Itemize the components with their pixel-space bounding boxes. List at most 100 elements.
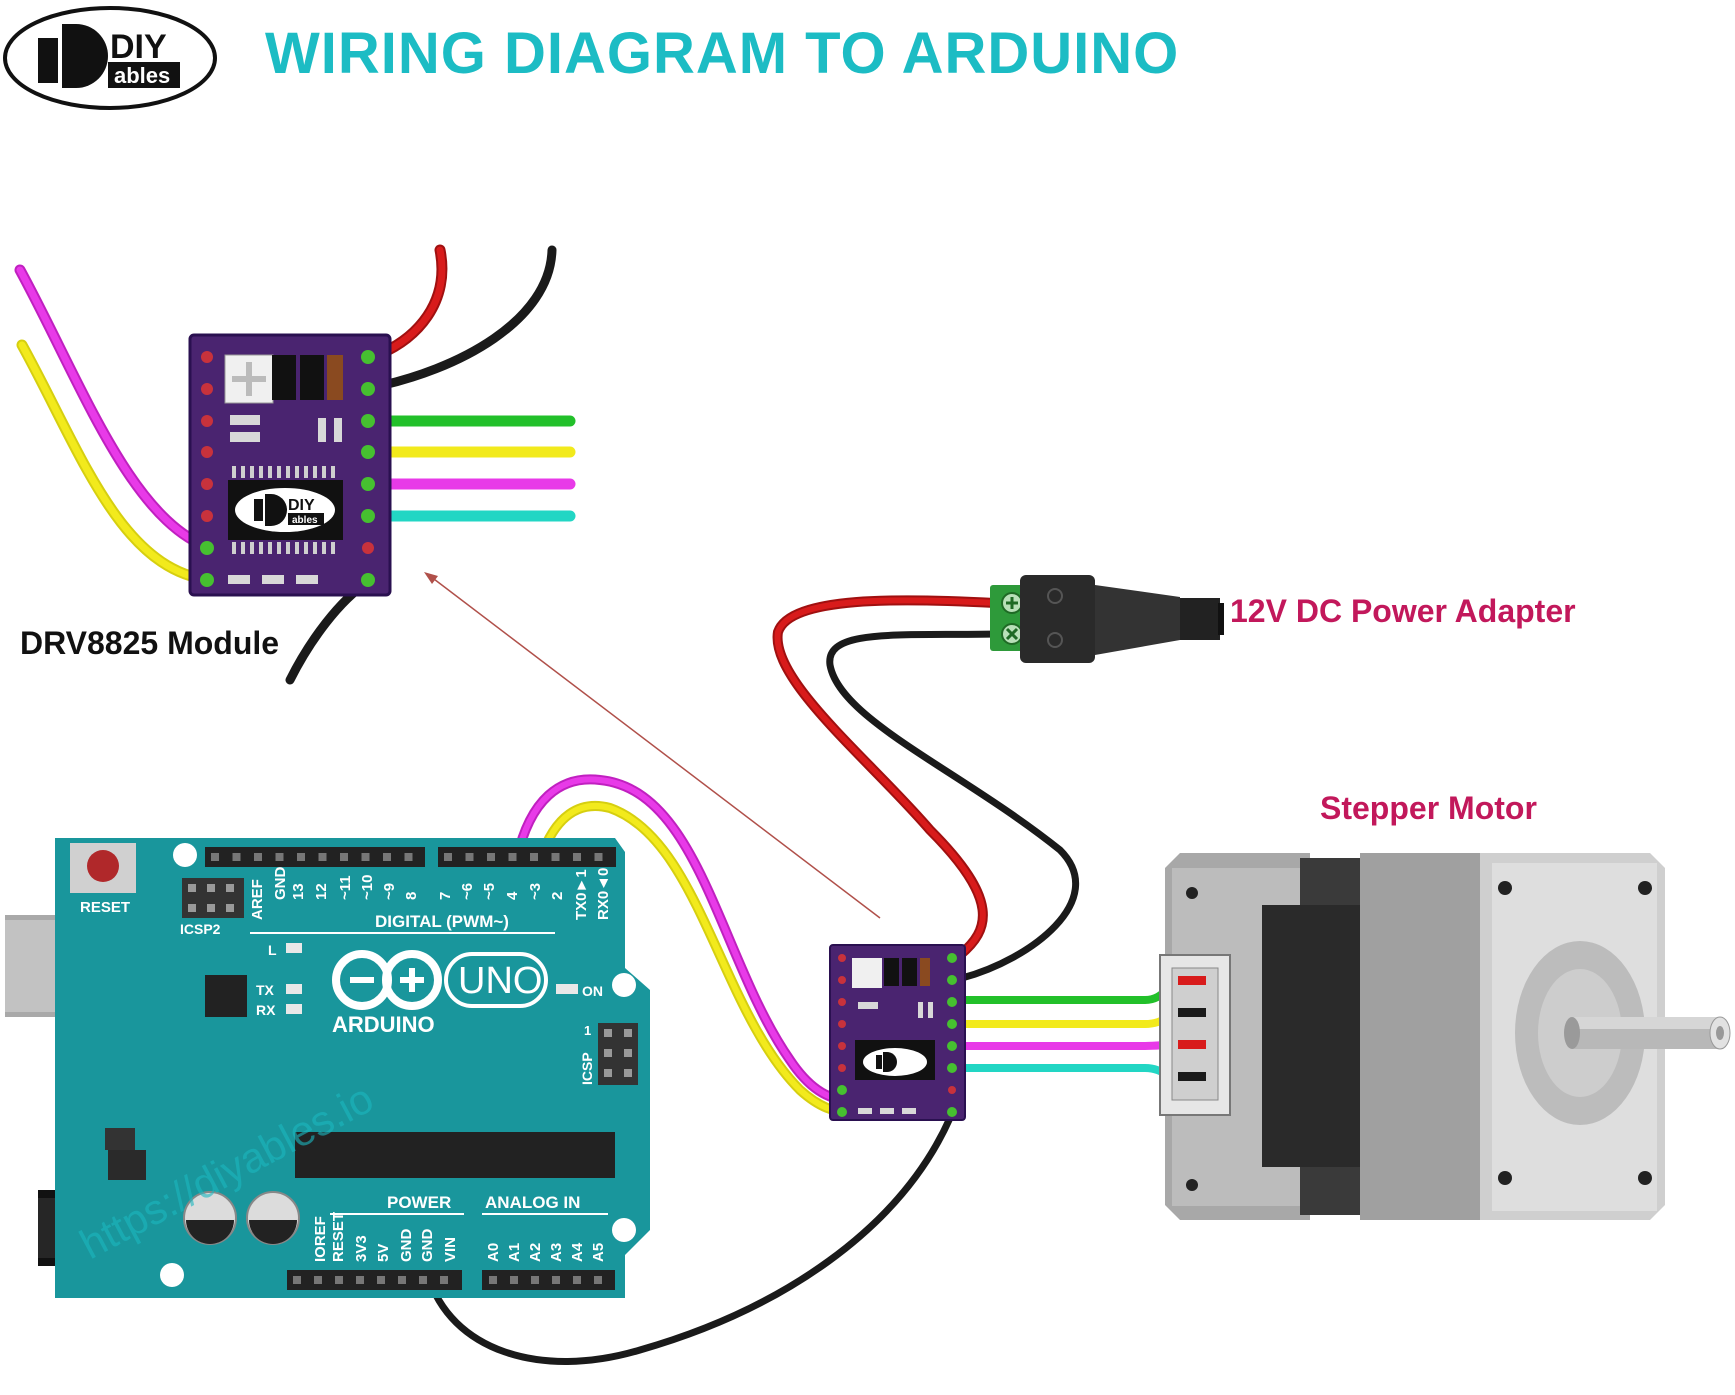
analog-pin-label: A3 [548, 1243, 565, 1262]
top-pin-label: RX0◄0 [595, 868, 612, 920]
logo-line1: DIY [110, 28, 167, 66]
analog-pin-label: A1 [506, 1243, 523, 1262]
motor-wire-yellow [956, 1008, 1184, 1028]
header-hole [340, 853, 348, 861]
motor-wire-cyan [956, 1064, 1184, 1086]
header-hole [383, 853, 391, 861]
diyables-logo: DIY ables [3, 6, 217, 110]
drv8825-module-label: DRV8825 Module [20, 625, 280, 661]
header-hole [552, 1276, 560, 1284]
top-pin-label: GND [272, 867, 289, 901]
power-adapter-label: 12V DC Power Adapter [1230, 593, 1576, 629]
power-pin-label: RESET [330, 1212, 347, 1262]
chip-logo-line1: DIY [288, 497, 315, 514]
header-hole [551, 853, 560, 861]
arduino-brand-label: ARDUINO [332, 1012, 435, 1037]
arduino-infinity-logo [332, 950, 442, 1010]
header-hole [356, 1276, 364, 1284]
header-hole [404, 853, 413, 861]
top-pin-label: 2 [549, 892, 566, 900]
top-pin-label: ~5 [481, 883, 498, 900]
arduino-reset-label: RESET [80, 899, 130, 916]
header-hole [232, 853, 241, 861]
header-hole [211, 853, 219, 861]
drv8825-small [829, 944, 966, 1121]
power-pin-label: IOREF [312, 1216, 329, 1262]
header-hole [487, 853, 495, 861]
header-hole [594, 1276, 602, 1284]
motor-wire-green [956, 976, 1184, 1004]
arduino-on-label: ON [582, 983, 603, 999]
motor-wire-magenta [956, 1040, 1184, 1050]
logo-line2: ables [114, 63, 170, 88]
header-hole [489, 1276, 497, 1284]
stepper-motor-label: Stepper Motor [1320, 790, 1537, 826]
top-pin-label: ~6 [459, 883, 476, 900]
power-pin-label: GND [398, 1229, 415, 1263]
header-hole [314, 1276, 322, 1284]
header-hole [275, 853, 284, 861]
zoom-wire-black [365, 245, 557, 393]
top-pin-label: 4 [504, 891, 521, 900]
drv8825-zoomed: DIY ables [188, 333, 392, 597]
header-hole [573, 1276, 581, 1284]
header-hole [444, 853, 452, 861]
power-pin-label: VIN [442, 1237, 459, 1262]
power-pin-label: GND [419, 1229, 436, 1263]
page-title: WIRING DIAGRAM TO ARDUINO [265, 21, 1180, 86]
top-pin-label: 12 [313, 883, 330, 900]
analog-pin-label: A4 [569, 1242, 586, 1262]
arduino-analog-label: ANALOG IN [485, 1193, 580, 1212]
header-hole [293, 1276, 301, 1284]
header-hole [510, 1276, 518, 1284]
zoom-arrow [424, 572, 881, 919]
top-pin-label: ~3 [527, 883, 544, 900]
zoom-wire-black-bottom [285, 577, 373, 685]
top-pin-label: ~9 [381, 883, 398, 900]
arduino-rx-label: RX [256, 1002, 276, 1018]
arduino-icsp-pin1: 1 [584, 1023, 591, 1038]
header-hole [419, 1276, 427, 1284]
arduino-tx-label: TX [256, 982, 275, 998]
header-hole [465, 853, 474, 861]
header-hole [297, 853, 305, 861]
arduino-power-label: POWER [387, 1193, 451, 1212]
power-pin-label: 3V3 [353, 1235, 370, 1262]
header-hole [573, 853, 581, 861]
top-pin-label: TX0►1 [573, 869, 590, 920]
header-hole [531, 1276, 539, 1284]
analog-pin-label: A2 [527, 1243, 544, 1262]
analog-pin-label: A0 [485, 1243, 502, 1262]
dc-power-jack [990, 575, 1224, 663]
top-pin-label: 8 [403, 892, 420, 900]
header-hole [508, 853, 517, 861]
arduino-l-label: L [268, 942, 277, 958]
stepper-motor [1159, 853, 1731, 1220]
top-pin-label: ~10 [359, 875, 376, 900]
power-wire-black [826, 630, 1079, 982]
header-hole [377, 1276, 385, 1284]
header-hole [398, 1276, 406, 1284]
bottom-header-holes [293, 1276, 602, 1284]
arduino-icsp2-label: ICSP2 [180, 921, 221, 937]
header-hole [440, 1276, 448, 1284]
header-hole [254, 853, 262, 861]
analog-pin-label: A5 [590, 1243, 607, 1262]
chip-logo-line2: ables [292, 515, 318, 526]
top-pin-label: ~11 [337, 875, 354, 900]
power-pin-label: 5V [375, 1244, 392, 1262]
header-hole [530, 853, 538, 861]
header-hole [594, 853, 603, 861]
top-pin-label: AREF [249, 879, 266, 920]
header-hole [318, 853, 327, 861]
arduino-model-label: UNO [458, 960, 542, 1002]
top-header-holes [211, 853, 603, 861]
top-pin-label: 7 [437, 892, 454, 900]
arduino-icsp-label: ICSP [579, 1052, 595, 1085]
